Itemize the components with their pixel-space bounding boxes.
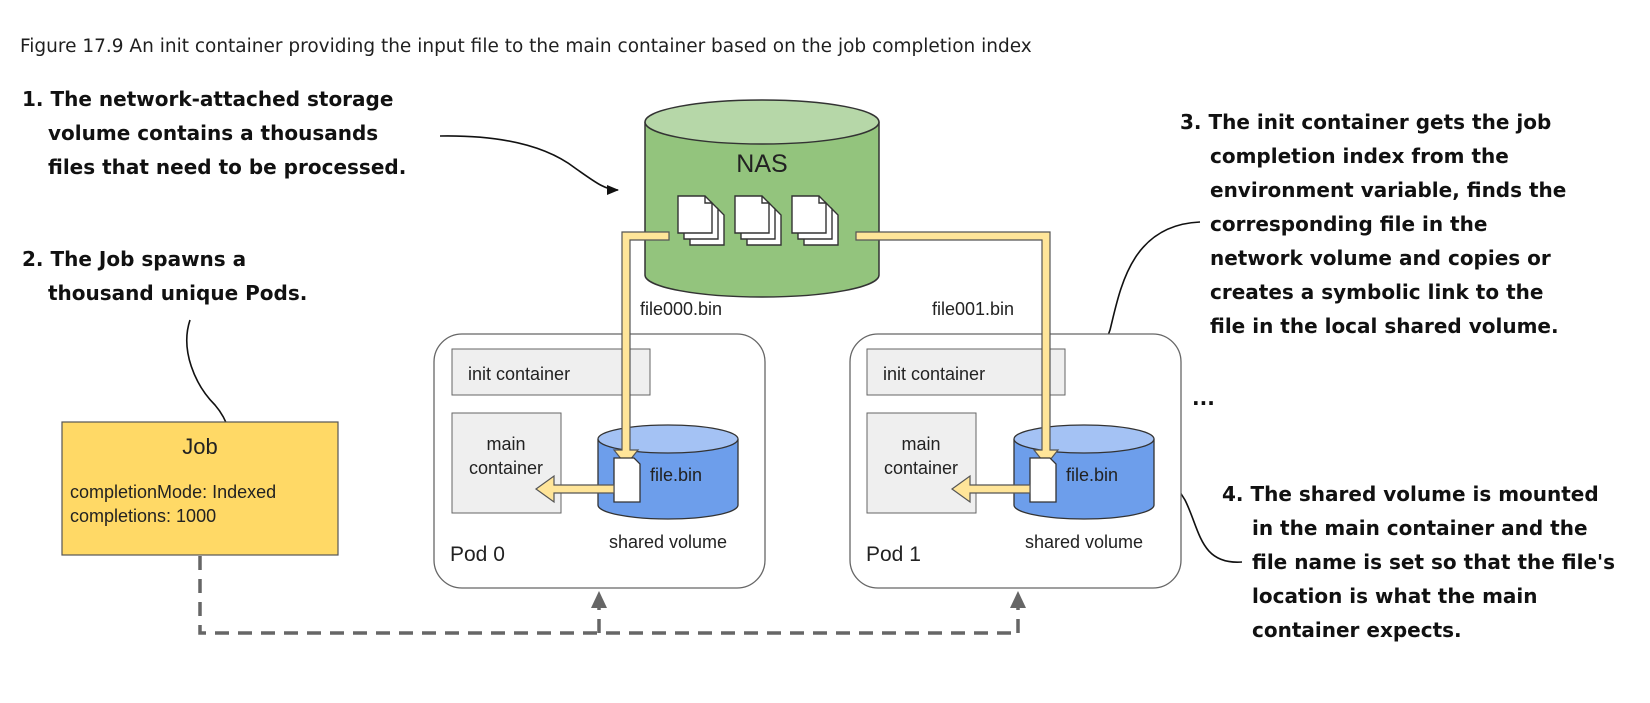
job-completions: completions: 1000 — [70, 506, 216, 526]
annotation-4-line-4: location is what the main — [1252, 584, 1538, 608]
pod-1-main-container-label-1: main — [901, 434, 940, 454]
pod-1: init container main container file.bin s… — [849, 333, 1182, 589]
pod-0-file-to-main-arrow — [534, 474, 615, 504]
job-completion-mode: completionMode: Indexed — [70, 482, 276, 502]
annotation-2-line-1: 2. The Job spawns a — [22, 247, 246, 271]
pod-1-name: Pod 1 — [866, 543, 921, 566]
job-to-pods-connector — [198, 556, 1026, 635]
annotation-3-line-1: 3. The init container gets the job — [1180, 110, 1551, 134]
pod-0-init-container-label: init container — [468, 364, 570, 384]
pod-0-main-container-label-1: main — [486, 434, 525, 454]
pod-1-volume-label: shared volume — [1025, 532, 1143, 552]
pod-1-main-container-label-2: container — [884, 458, 958, 478]
figure-caption: Figure 17.9 An init container providing … — [20, 36, 1032, 57]
job-title: Job — [182, 434, 217, 459]
annotation-3-line-3: environment variable, finds the — [1210, 178, 1566, 202]
pod-0-volume-label: shared volume — [609, 532, 727, 552]
annotation-1: 1. The network-attached storage volume c… — [22, 87, 406, 179]
pod-1-file-label: file.bin — [1066, 465, 1118, 485]
annotation-3-line-7: file in the local shared volume. — [1210, 314, 1559, 338]
annotation-4-line-2: in the main container and the — [1252, 516, 1588, 540]
annotation-4-line-1: 4. The shared volume is mounted — [1222, 482, 1599, 506]
pod-0-name: Pod 0 — [450, 543, 505, 566]
annotation-3: 3. The init container gets the job compl… — [1180, 110, 1566, 338]
more-pods-ellipsis: ... — [1192, 386, 1215, 410]
annotation-3-line-5: network volume and copies or — [1210, 246, 1551, 270]
pod-1-file-to-main-arrow — [950, 474, 1031, 504]
annotation-2-line-2: thousand unique Pods. — [48, 281, 307, 305]
pod-1-init-container-label: init container — [883, 364, 985, 384]
file000-label: file000.bin — [640, 299, 722, 319]
pod-0: init container main container file.bin s… — [433, 333, 766, 589]
nas-label: NAS — [736, 150, 787, 178]
pod-0-file-label: file.bin — [650, 465, 702, 485]
annotation-1-line-1: 1. The network-attached storage — [22, 87, 393, 111]
annotation-1-line-2: volume contains a thousands — [48, 121, 378, 145]
file001-label: file001.bin — [932, 299, 1014, 319]
pod-0-main-container-label-2: container — [469, 458, 543, 478]
annotation-1-line-3: files that need to be processed. — [48, 155, 406, 179]
nas-file-stack-1 — [677, 195, 725, 246]
annotation-3-line-6: creates a symbolic link to the — [1210, 280, 1543, 304]
annotation-2: 2. The Job spawns a thousand unique Pods… — [22, 247, 307, 305]
nas-file-stack-2 — [734, 195, 782, 246]
annotation-3-line-4: corresponding file in the — [1210, 212, 1487, 236]
pod-0-file-icon — [613, 457, 641, 503]
job-box: Job completionMode: Indexed completions:… — [61, 421, 339, 556]
annotation-1-arrow — [439, 135, 619, 195]
pod-1-file-icon — [1029, 457, 1057, 503]
annotation-4: 4. The shared volume is mounted in the m… — [1222, 482, 1615, 642]
annotation-4-line-5: container expects. — [1252, 618, 1462, 642]
annotation-3-line-2: completion index from the — [1210, 144, 1509, 168]
nas-file-stack-3 — [791, 195, 839, 246]
annotation-4-line-3: file name is set so that the file's — [1252, 550, 1615, 574]
